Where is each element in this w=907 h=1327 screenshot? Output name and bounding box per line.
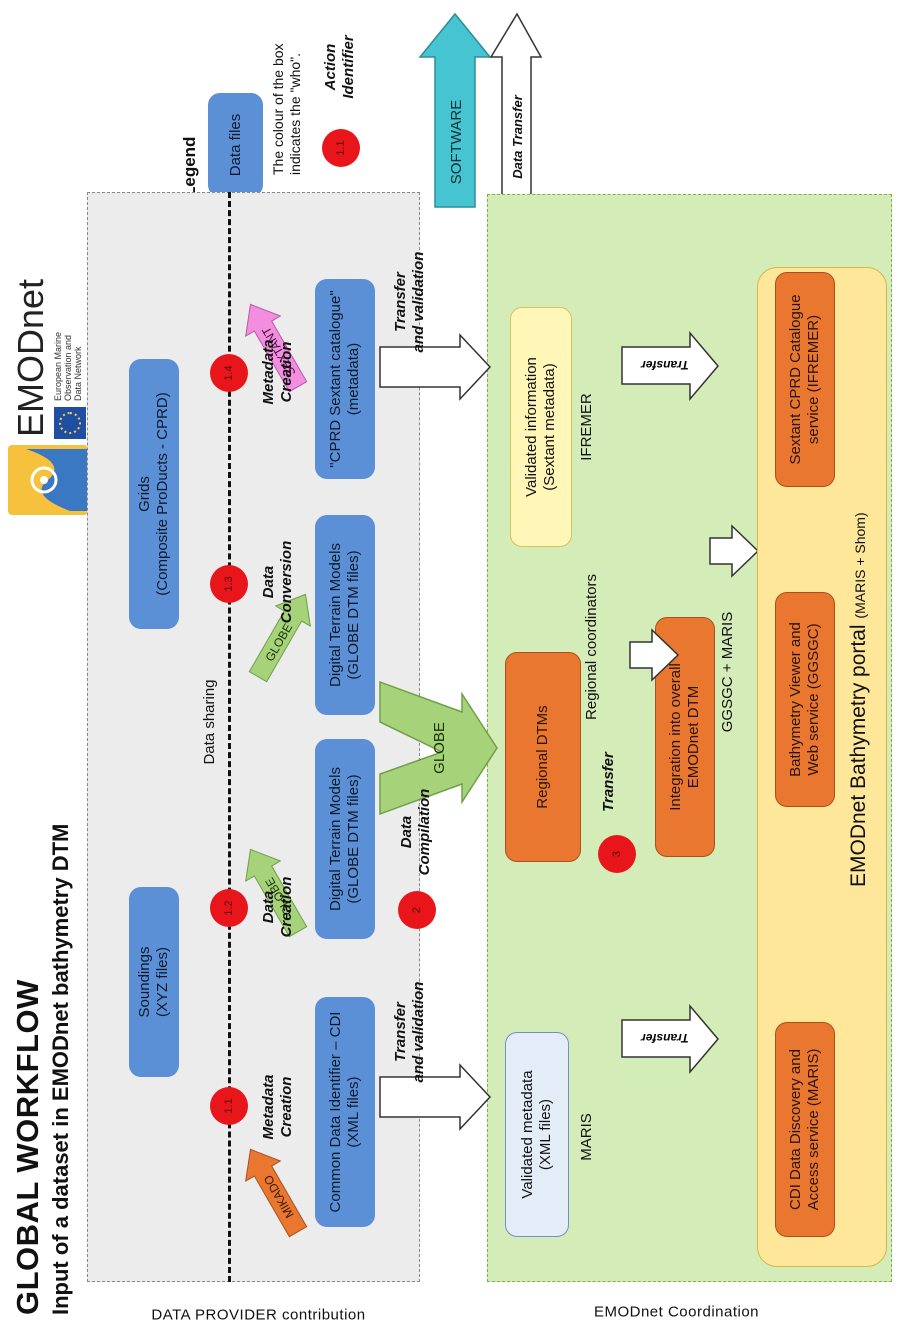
action-1-1-label: Metadata Creation xyxy=(260,1074,295,1140)
legend-transfer-label: Data Transfer xyxy=(510,94,525,179)
grids-box: Grids (Composite ProDucts - CPRD) xyxy=(129,359,179,629)
transfer-label-left: Transfer and validation xyxy=(392,981,427,1083)
emodnet-logo-graphic xyxy=(8,407,88,515)
legend-box-note: The colour of the box indicates the "who… xyxy=(270,43,303,175)
viewer-service-box: Bathymetry Viewer and Web service (GGSGC… xyxy=(775,592,835,807)
action-2-label: Data Compilation xyxy=(398,788,433,876)
legend-arrows: SOFTWARE Data Transfer xyxy=(418,12,543,208)
legend-action-label: Action Identifier xyxy=(322,35,357,99)
maris-transfer-label: Transfer xyxy=(640,1031,689,1045)
legend-software-label: SOFTWARE xyxy=(448,100,465,184)
globe-merge-arrow xyxy=(379,680,498,816)
action-2-circle: 2 xyxy=(398,891,436,929)
ifremer-transfer-label: Transfer xyxy=(640,358,689,372)
action-1-3-number: 1.3 xyxy=(223,576,235,592)
legend-software-arrow xyxy=(418,12,492,208)
action-1-4-circle: 1.4 xyxy=(210,354,248,392)
sextant-service-box: Sextant CPRD Catalogue service (IFREMER) xyxy=(775,272,835,487)
maris-transfer-arrow xyxy=(621,1003,719,1075)
action-1-2-number: 1.2 xyxy=(223,900,235,916)
action-1-2-circle: 1.2 xyxy=(210,889,248,927)
legend-transfer-arrow xyxy=(489,12,543,208)
transfer-arrow-right xyxy=(379,333,492,401)
logo-tagline: European Marine Observation and Data Net… xyxy=(53,331,83,401)
action-1-4-label: Metadata Creation xyxy=(260,339,295,405)
action-1-2-label: Data Creation xyxy=(260,876,295,938)
globe-merge-label: GLOBE xyxy=(431,722,448,774)
emodnet-logo: EMODnet European Marine Observation and … xyxy=(8,270,98,515)
action-1-3-circle: 1.3 xyxy=(210,565,248,603)
action-1-3-label: Data Conversion xyxy=(260,540,295,624)
legend-title: Legend xyxy=(180,136,199,197)
page-title: GLOBAL WORKFLOW xyxy=(10,979,45,1315)
transfer-arrow-left xyxy=(379,1063,492,1131)
ifremer-transfer-arrow xyxy=(621,330,719,402)
legend-circle-number: 1.1 xyxy=(335,140,347,156)
portal-subtitle: (MARIS + Shom) xyxy=(852,512,868,619)
transfer-label-right: Transfer and validation xyxy=(392,251,427,353)
data-sharing-label: Data sharing xyxy=(201,679,218,765)
soundings-box: Soundings (XYZ files) xyxy=(129,887,179,1077)
logo-wordmark: EMODnet xyxy=(10,278,51,437)
cdi-service-box: CDI Data Discovery and Access service (M… xyxy=(775,1022,835,1237)
portal-title-text: EMODnet Bathymetry portal xyxy=(847,624,870,887)
page-subtitle: Input of a dataset in EMODnet bathymetry… xyxy=(48,823,73,1315)
action-1-4-number: 1.4 xyxy=(223,365,235,381)
action-2-number: 2 xyxy=(411,906,423,914)
coordination-side-label: EMODnet Coordination xyxy=(593,1303,760,1321)
action-1-1-circle: 1.1 xyxy=(210,1087,248,1125)
integration-transfer-arrow xyxy=(709,524,760,578)
legend-data-files-box: Data files xyxy=(208,93,263,197)
regional-transfer-arrow xyxy=(629,628,680,682)
transfer-arrows-layer: GLOBE xyxy=(379,333,498,1131)
coord-transfer-layer: Transfer Transfer xyxy=(621,330,760,1075)
action-1-1-number: 1.1 xyxy=(223,1098,235,1114)
provider-software-layer: MIKADO GLOBE GLOBE SEXTANT xyxy=(245,303,311,1238)
data-provider-side-label: DATA PROVIDER contribution xyxy=(151,1306,366,1324)
legend-action-circle: 1.1 xyxy=(322,129,360,167)
portal-title: EMODnet Bathymetry portal (MARIS + Shom) xyxy=(847,467,871,887)
